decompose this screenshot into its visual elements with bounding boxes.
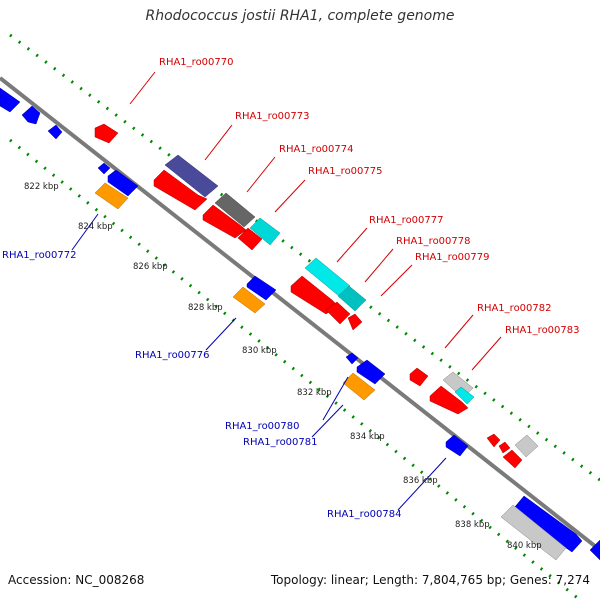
feature-red-lower-5[interactable] [325,301,351,325]
feature-gray-forward[interactable] [514,434,539,458]
gene-label: RHA1_ro00770 [159,57,234,68]
feature-blue-1[interactable] [97,162,111,175]
inner-dotted-line [9,138,581,600]
feature-blue-6[interactable] [445,434,469,457]
feature-ro00776[interactable] [232,286,266,314]
feature-ro00780[interactable] [342,372,376,401]
gene-labels-forward: RHA1_ro00770 RHA1_ro00773 RHA1_ro00774 R… [159,57,580,336]
feature-ro00774[interactable] [214,192,256,228]
tick-label: 822 kbp [24,182,59,192]
gene-label: RHA1_ro00777 [369,215,444,226]
tick-label: 828 kbp [188,303,223,313]
gene-label: RHA1_ro00781 [243,437,318,448]
forward-strand-features[interactable] [94,123,539,458]
tick-label: 832 kbp [297,388,332,398]
gene-label: RHA1_ro00782 [477,303,552,314]
feature-red-lower-6[interactable] [429,385,469,415]
tick-label: 826 kbp [133,262,168,272]
tick-label: 830 kbp [242,346,277,356]
feature-blue-3[interactable] [246,275,277,301]
tick-label: 838 kbp [455,520,490,530]
gene-labels-reverse: RHA1_ro00772 RHA1_ro00776 RHA1_ro00780 R… [2,250,402,520]
gene-label: RHA1_ro00784 [327,509,402,520]
feature-blue-left-3[interactable] [47,124,63,140]
feature-gray-reverse[interactable] [500,504,567,561]
gene-label: RHA1_ro00776 [135,350,210,361]
feature-red-lower-3[interactable] [237,227,263,251]
feature-blue-2[interactable] [107,169,139,197]
gene-label: RHA1_ro00773 [235,111,310,122]
feature-ro00775[interactable] [249,217,281,246]
outer-dotted-line [9,33,600,482]
reverse-strand-features[interactable] [0,87,600,561]
forward-strand-lower-features[interactable] [153,169,523,469]
gene-label: RHA1_ro00779 [415,252,490,263]
feature-ro00783[interactable] [454,386,475,405]
feature-ro00779[interactable] [347,313,363,331]
feature-ro00772[interactable] [94,182,129,210]
feature-ro00770[interactable] [94,123,119,144]
feature-small-red-1[interactable] [486,433,501,448]
gene-label: RHA1_ro00774 [279,144,354,155]
feature-small-red-2[interactable] [498,441,511,454]
feature-ro00773[interactable] [164,154,219,198]
genome-backbone [0,76,600,552]
dotted-guide-lines [9,33,600,600]
feature-ro00778[interactable] [337,285,367,312]
gene-label: RHA1_ro00775 [308,166,383,177]
feature-blue-left-2[interactable] [21,105,41,125]
gene-label: RHA1_ro00780 [225,421,300,432]
tick-label: 824 kbp [78,222,113,232]
accession-text: Accession: NC_008268 [8,573,145,587]
tick-label: 834 kbp [350,432,385,442]
feature-red-lower-1[interactable] [153,169,208,211]
feature-blue-5[interactable] [356,359,386,385]
tick-label: 840 kbp [507,541,542,551]
feature-blue-4[interactable] [345,352,359,365]
feature-ro00781-red[interactable] [409,367,429,387]
tick-labels: 822 kbp 824 kbp 826 kbp 828 kbp 830 kbp … [24,182,542,551]
feature-blue-edge[interactable] [589,539,600,561]
gene-label: RHA1_ro00778 [396,236,471,247]
map-title: Rhodococcus jostii RHA1, complete genome [145,8,455,24]
feature-red-lower-7[interactable] [502,449,523,469]
tick-label: 836 kbp [403,476,438,486]
feature-blue-left-1[interactable] [0,87,21,113]
gene-label: RHA1_ro00783 [505,325,580,336]
leader-lines [71,71,502,511]
gene-label: RHA1_ro00772 [2,250,77,261]
feature-ro00777[interactable] [304,257,351,297]
topology-text: Topology: linear; Length: 7,804,765 bp; … [270,573,590,587]
